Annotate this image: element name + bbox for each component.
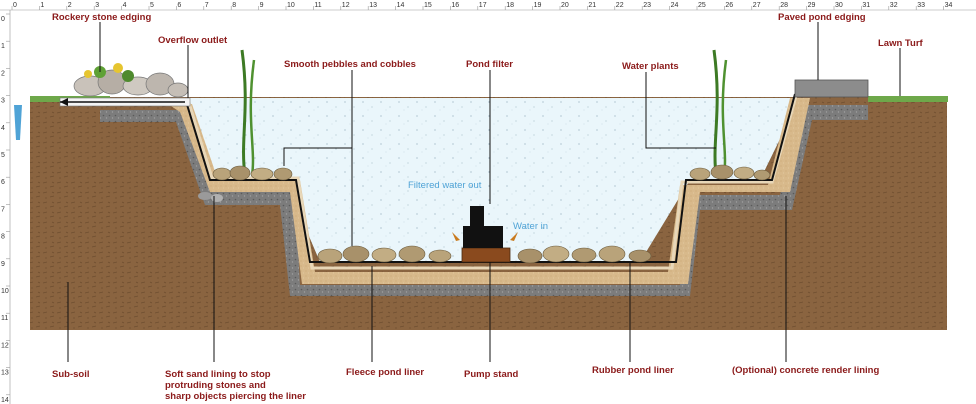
label-turf: Lawn Turf <box>878 38 924 49</box>
lawn-turf <box>868 96 948 102</box>
label-render: (Optional) concrete render lining <box>732 365 879 376</box>
water-in-arrow-right <box>510 232 518 241</box>
pebbles-left-ledge <box>212 165 293 181</box>
top-ruler-label: 32 <box>890 2 898 9</box>
left-ruler-label: 9 <box>1 261 5 268</box>
left-ruler-label: 10 <box>1 288 9 295</box>
top-ruler-label: 22 <box>616 2 624 9</box>
top-ruler-label: 4 <box>123 2 127 9</box>
label-subsoil: Sub-soil <box>52 369 89 380</box>
top-ruler-label: 13 <box>369 2 377 9</box>
top-ruler-label: 18 <box>506 2 514 9</box>
top-ruler-label: 26 <box>725 2 733 9</box>
top-ruler-label: 24 <box>671 2 679 9</box>
top-ruler-label: 16 <box>451 2 459 9</box>
top-ruler-label: 20 <box>561 2 569 9</box>
left-ruler-label: 13 <box>1 370 9 377</box>
top-ruler-label: 29 <box>808 2 816 9</box>
top-ruler-label: 27 <box>753 2 761 9</box>
top-ruler-label: 33 <box>917 2 925 9</box>
label-water-in: Water in <box>513 221 548 232</box>
top-ruler-label: 19 <box>534 2 542 9</box>
leader-lines <box>67 22 901 362</box>
pebbles-right-ledge <box>689 164 771 181</box>
top-ruler-label: 5 <box>150 2 154 9</box>
label-rubber: Rubber pond liner <box>592 365 674 376</box>
label-plants: Water plants <box>622 61 679 72</box>
paved-edging <box>794 79 869 98</box>
pond-filter-box <box>463 226 503 248</box>
top-ruler-label: 23 <box>643 2 651 9</box>
left-ruler-label: 5 <box>1 152 5 159</box>
pump-stand <box>461 247 511 263</box>
top-ruler-label: 17 <box>479 2 487 9</box>
left-ruler-label: 8 <box>1 234 5 241</box>
label-filtered-water: Filtered water out <box>408 180 482 191</box>
top-ruler-label: 12 <box>342 2 350 9</box>
top-ruler-label: 11 <box>314 2 321 9</box>
left-ruler-label: 6 <box>1 179 5 186</box>
top-ruler-label: 31 <box>862 2 870 9</box>
label-fleece: Fleece pond liner <box>346 367 424 378</box>
left-ruler-label: 1 <box>1 43 5 50</box>
water-plant-left <box>240 49 256 176</box>
label-sand-line-1: Soft sand lining to stop <box>165 369 271 380</box>
top-ruler-label: 15 <box>424 2 432 9</box>
label-pebbles: Smooth pebbles and cobbles <box>284 59 416 70</box>
label-pump: Pump stand <box>464 369 519 380</box>
top-ruler-label: 21 <box>588 2 596 9</box>
top-ruler-label: 25 <box>698 2 706 9</box>
top-ruler-label: 1 <box>40 2 44 9</box>
top-ruler-label: 14 <box>397 2 405 9</box>
label-paved: Paved pond edging <box>778 12 866 23</box>
rockery-stones <box>73 63 189 98</box>
top-ruler-label: 3 <box>95 2 99 9</box>
pond-filter-top <box>470 206 484 226</box>
label-sand-line-3: sharp objects piercing the liner <box>165 391 306 402</box>
left-ruler-label: 2 <box>1 70 5 77</box>
concrete-render-layer <box>100 105 868 296</box>
left-ruler-label: 12 <box>1 342 9 349</box>
overflow-pipe <box>14 97 191 140</box>
left-ruler-label: 11 <box>1 315 8 322</box>
label-overflow: Overflow outlet <box>158 35 228 46</box>
top-ruler-label: 8 <box>232 2 236 9</box>
top-ruler-label: 2 <box>68 2 72 9</box>
top-ruler-label: 28 <box>780 2 788 9</box>
left-ruler-label: 4 <box>1 125 5 132</box>
top-ruler-label: 34 <box>945 2 953 9</box>
top-ruler-label: 0 <box>13 2 17 9</box>
label-filter: Pond filter <box>466 59 513 70</box>
label-rockery: Rockery stone edging <box>52 12 151 23</box>
top-ruler-label: 7 <box>205 2 209 9</box>
water-in-arrow-left <box>452 232 460 241</box>
left-ruler-label: 14 <box>1 397 9 404</box>
top-ruler-label: 6 <box>177 2 181 9</box>
left-ruler-label: 7 <box>1 206 5 213</box>
top-ruler-label: 9 <box>260 2 264 9</box>
top-ruler-label: 30 <box>835 2 843 9</box>
label-sand-line-2: protruding stones and <box>165 380 266 391</box>
left-ruler-label: 0 <box>1 16 5 23</box>
pebbles-floor <box>317 245 652 264</box>
top-ruler-label: 10 <box>287 2 295 9</box>
left-ruler-label: 3 <box>1 98 5 105</box>
